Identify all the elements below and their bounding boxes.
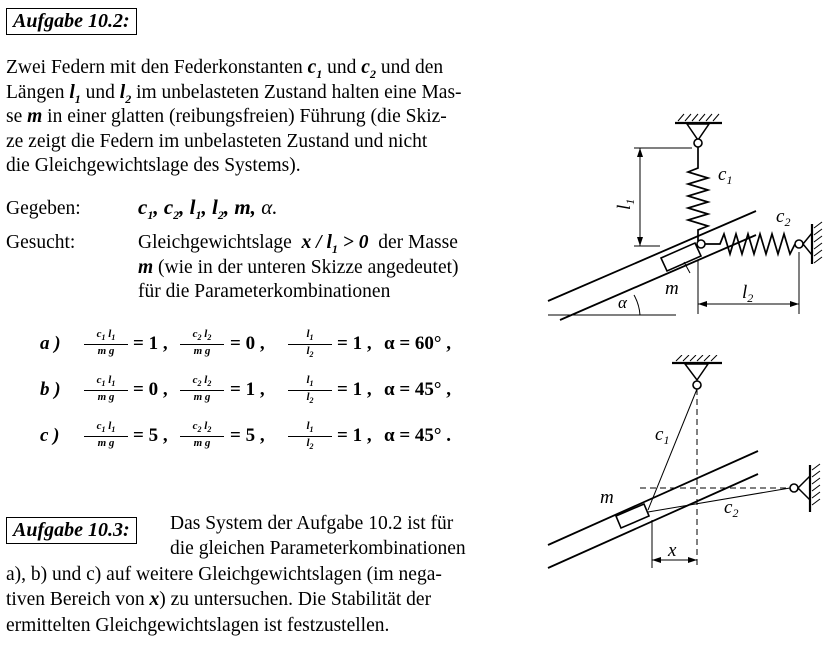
ceiling-pivot-2 [683,363,710,382]
label-c2-2: c2 [724,497,738,520]
dim-l2-arrow-right [790,301,799,307]
label-c1-2: c1 [655,424,669,447]
guide-rail-upper [547,210,757,302]
task-10-3-line5: ermittelten Gleichgewichtslagen ist fest… [6,615,390,636]
label-m-2: m [600,487,614,508]
spring-c1-line [647,388,698,511]
value-1: = 5 , [133,425,168,446]
label-c1: c1 [718,164,732,187]
spring-c2 [705,231,796,257]
value-3: = 1 , [337,333,372,354]
case-label: b ) [40,379,61,400]
value-3: = 1 , [337,379,372,400]
dim-l1-arrow-bottom [637,237,643,246]
value-2: = 0 , [230,333,265,354]
pivot-c2 [794,239,804,249]
label-l2: l2 [742,282,753,305]
value-1: = 0 , [133,379,168,400]
spring-c1 [685,147,711,241]
task-10-2-intro: Zwei Federn mit den Federkonstanten c1 u… [6,56,462,179]
spring-c2-line [647,487,791,513]
label-c2: c2 [776,206,790,229]
alpha-value: α = 45° , [384,379,452,400]
label-l1: l1 [614,199,637,210]
pivot-c1-top [693,138,703,148]
intro-line-3: se m in einer glatten (reibungsfreien) F… [6,106,447,127]
m-pointer [683,261,691,274]
dim-l2-arrow-left [698,301,707,307]
label-x: x [667,540,677,561]
wall-pivot [802,230,813,258]
value-2: = 5 , [230,425,265,446]
task-10-3-line4: tiven Bereich von x) zu untersuchen. Die… [6,589,432,610]
ceiling-hatch [677,113,720,122]
dim-x-arrow-left [652,557,661,563]
ceiling-hatch-2 [675,355,718,362]
sought-label: Gesucht: [6,232,76,253]
pivot-c1-top-2 [692,380,702,390]
intro-line-2: Längen l1 und l2 im unbelasteten Zustand… [6,81,462,106]
pivot-c2-2 [789,483,799,493]
value-1: = 1 , [133,333,168,354]
label-alpha: α [618,293,628,312]
intro-line-5: die Gleichgewichtslage des Systems). [6,155,301,176]
task-10-3-line2: die gleichen Parameterkombinationen [170,538,466,559]
wall-hatch [813,221,823,264]
mass-joint [696,239,706,249]
guide-rail-lower-2 [547,473,759,569]
given-value: c1, c2, l1, l2, m, α. [138,195,278,223]
dim-l1-arrow-top [637,148,643,157]
label-m: m [665,278,679,299]
alpha-value: α = 45° . [384,425,452,446]
task-10-2-title: Aufgabe 10.2: [6,8,137,35]
guide-rail-lower [559,234,757,321]
case-label: a ) [40,333,61,354]
wall-hatch-2 [811,463,821,506]
value-2: = 1 , [230,379,265,400]
task-10-3-title: Aufgabe 10.3: [6,517,137,544]
mass-block [659,241,703,273]
intro-line-4: ze zeigt die Federn im unbelasteten Zust… [6,130,428,152]
task-10-3-line1: Das System der Aufgabe 10.2 ist für [170,513,454,534]
sought-text: Gleichgewichtslage x / l1 > 0 der Masse … [138,232,459,302]
alpha-arc [633,294,641,316]
value-3: = 1 , [337,425,372,446]
ceiling-pivot [685,123,711,142]
task-10-3-line3: a), b) und c) auf weitere Gleichgewichts… [6,564,442,585]
mass-block-2 [614,502,651,530]
intro-line-1: Zwei Federn mit den Federkonstanten c1 u… [6,57,444,81]
given-label: Gegeben: [6,198,81,219]
alpha-value: α = 60° , [384,333,452,354]
wall-pivot-2 [796,474,811,502]
figure-unloaded-system: l1 c1 c2 m α l2 [547,113,823,321]
dim-x-arrow-right [688,557,697,563]
case-label: c ) [40,425,60,446]
figure-equilibrium-system: c1 c2 m x [547,355,821,569]
